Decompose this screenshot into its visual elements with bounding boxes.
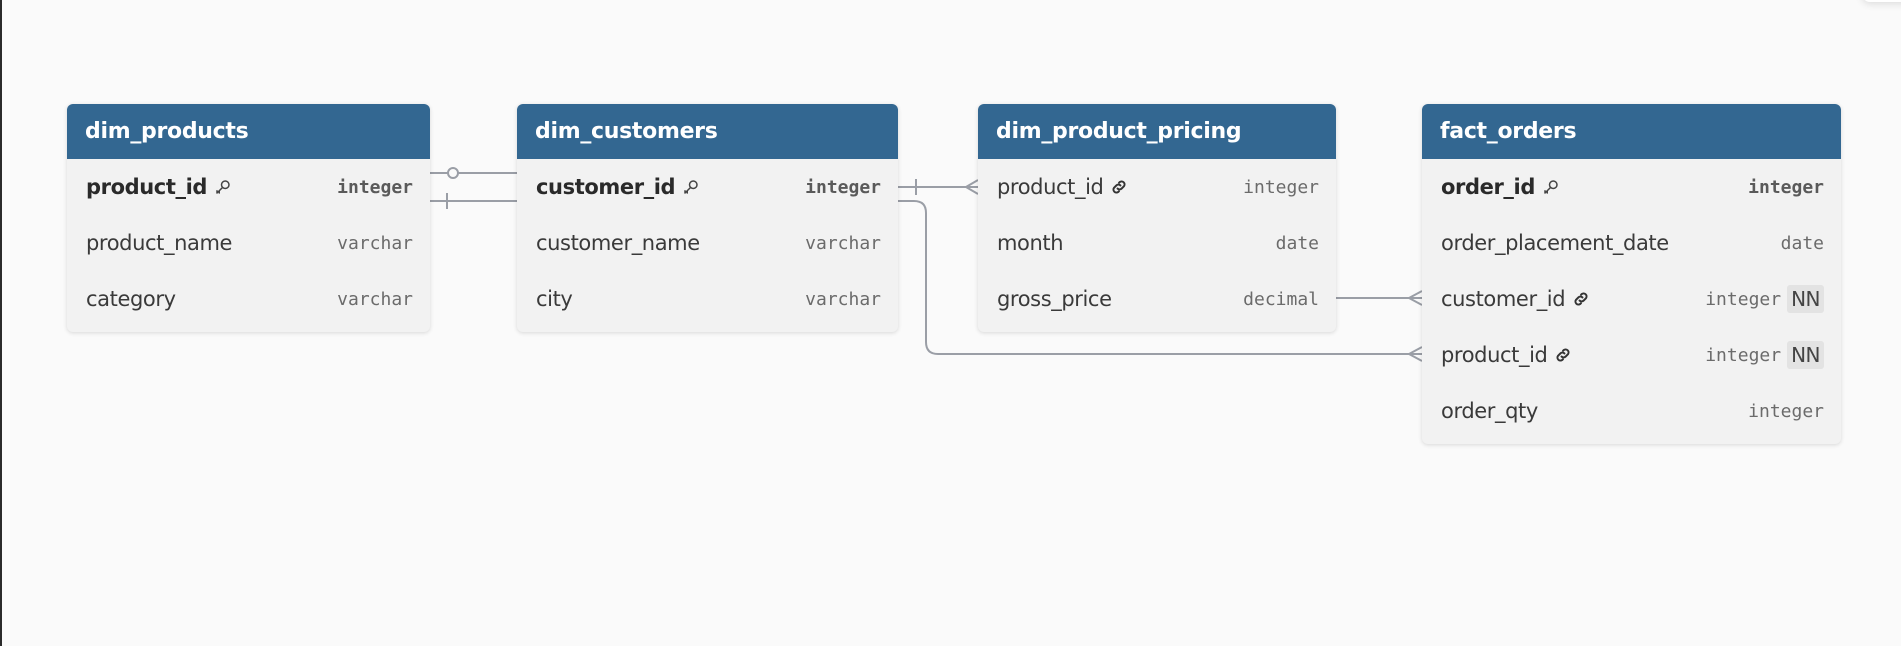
not-null-badge: NN: [1787, 341, 1824, 369]
column-row[interactable]: order_qty integer: [1422, 383, 1841, 439]
relationship-customers-orders[interactable]: [898, 200, 1423, 362]
column-name: gross_price: [997, 287, 1112, 311]
table-dim-product-pricing[interactable]: dim_product_pricing product_id integer m…: [978, 104, 1336, 332]
column-name: order_placement_date: [1441, 231, 1669, 255]
column-name: customer_id: [1441, 287, 1566, 311]
left-window-edge: [0, 0, 2, 646]
column-type: varchar: [805, 232, 881, 254]
column-row[interactable]: product_id integer: [978, 159, 1336, 215]
column-row[interactable]: product_id integer NN: [1422, 327, 1841, 383]
table-header[interactable]: dim_customers: [517, 104, 898, 159]
key-icon: [213, 177, 233, 197]
table-header[interactable]: fact_orders: [1422, 104, 1841, 159]
column-row[interactable]: city varchar: [517, 271, 898, 327]
column-type: date: [1275, 232, 1319, 254]
link-icon: [1553, 345, 1573, 365]
column-name: customer_id: [536, 175, 676, 199]
column-type: date: [1780, 232, 1824, 254]
column-type: varchar: [805, 288, 881, 310]
column-row[interactable]: customer_name varchar: [517, 215, 898, 271]
column-type: integer: [1748, 176, 1824, 198]
link-icon: [1571, 289, 1591, 309]
key-icon: [1541, 177, 1561, 197]
column-type: integer: [805, 176, 881, 198]
corner-panel: [1862, 0, 1901, 2]
relationship-customers-pricing[interactable]: [898, 179, 979, 195]
column-type: varchar: [337, 232, 413, 254]
not-null-badge: NN: [1787, 285, 1824, 313]
table-header[interactable]: dim_product_pricing: [978, 104, 1336, 159]
column-name: order_id: [1441, 175, 1535, 199]
table-dim-customers[interactable]: dim_customers customer_id integer custom…: [517, 104, 898, 332]
table-fact-orders[interactable]: fact_orders order_id integer order_place…: [1422, 104, 1841, 444]
column-name: product_id: [86, 175, 208, 199]
column-row[interactable]: order_placement_date date: [1422, 215, 1841, 271]
column-name: product_id: [997, 175, 1104, 199]
column-type: integer: [337, 176, 413, 198]
key-icon: [681, 177, 701, 197]
column-row[interactable]: product_name varchar: [67, 215, 430, 271]
table-dim-products[interactable]: dim_products product_id integer product_…: [67, 104, 430, 332]
column-type: integer: [1243, 176, 1319, 198]
column-name: product_id: [1441, 343, 1548, 367]
relationship-products-customers-optional[interactable]: [430, 167, 517, 179]
column-row[interactable]: product_id integer: [67, 159, 430, 215]
column-row[interactable]: order_id integer: [1422, 159, 1841, 215]
column-type: integer: [1705, 288, 1782, 310]
column-name: order_qty: [1441, 399, 1538, 423]
column-type: varchar: [337, 288, 413, 310]
column-name: customer_name: [536, 231, 700, 255]
column-row[interactable]: gross_price decimal: [978, 271, 1336, 327]
column-row[interactable]: category varchar: [67, 271, 430, 327]
column-type: integer: [1705, 344, 1782, 366]
column-name: city: [536, 287, 573, 311]
column-name: month: [997, 231, 1064, 255]
column-row[interactable]: customer_id integer: [517, 159, 898, 215]
relationship-products-customers-one[interactable]: [430, 193, 517, 209]
relationship-pricing-orders[interactable]: [1336, 290, 1423, 306]
column-type: integer: [1748, 400, 1824, 422]
link-icon: [1109, 177, 1129, 197]
column-name: product_name: [86, 231, 233, 255]
column-type: decimal: [1243, 288, 1319, 310]
table-header[interactable]: dim_products: [67, 104, 430, 159]
column-row[interactable]: month date: [978, 215, 1336, 271]
column-row[interactable]: customer_id integer NN: [1422, 271, 1841, 327]
column-name: category: [86, 287, 176, 311]
